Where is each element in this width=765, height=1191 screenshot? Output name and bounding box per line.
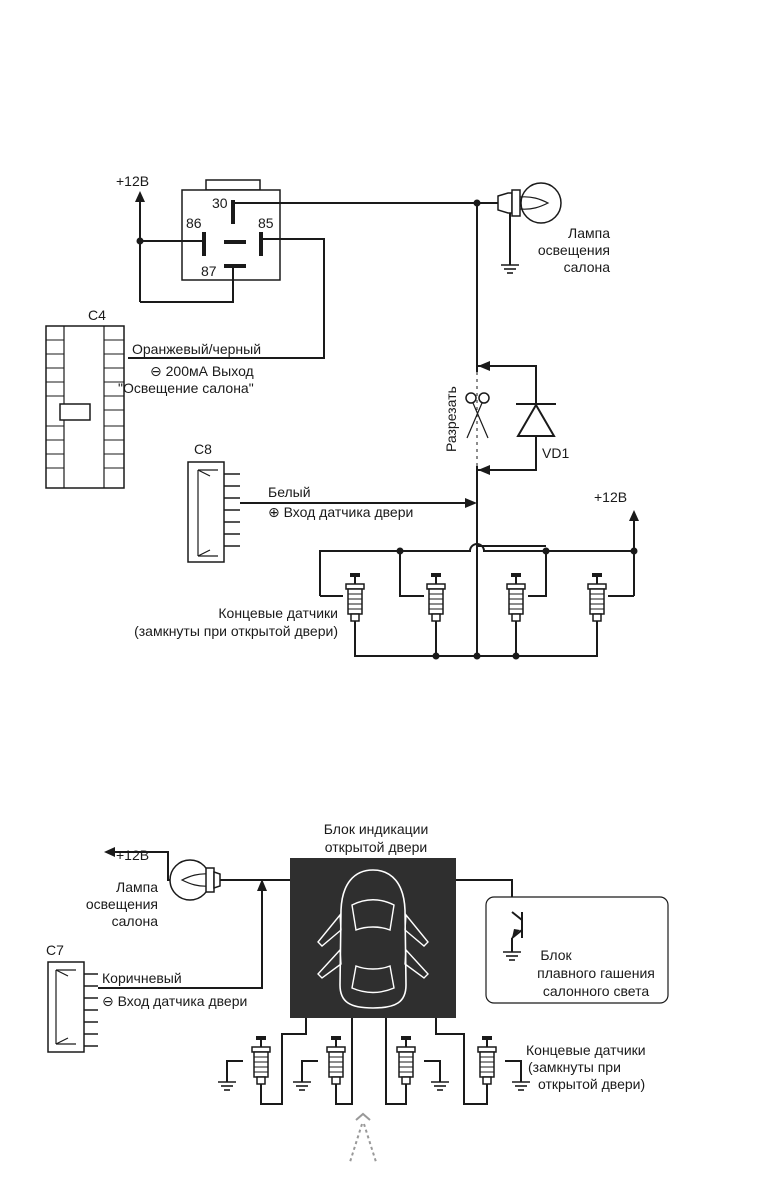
fade-label-3: салонного света <box>543 983 649 999</box>
indicator-label-1: Блок индикации <box>324 821 429 837</box>
connector-c7: С7 <box>46 942 98 1053</box>
limit-switch-b2 <box>326 1035 346 1085</box>
limit-switch-3 <box>506 572 526 622</box>
plus12-right: +12В <box>594 489 639 596</box>
fade-block: Блок плавного гашения салонного света <box>456 879 669 1004</box>
page-mark-icon <box>349 1112 377 1163</box>
plus12-bottom-label: +12В <box>116 847 149 863</box>
limit-switch-b4 <box>477 1035 497 1085</box>
indicator-block <box>290 858 456 1018</box>
lamp-bottom-label-2: освещения <box>86 896 158 912</box>
fade-label-1: Блок <box>540 947 572 963</box>
wire-87 <box>140 268 234 303</box>
indicator-label-2: открытой двери <box>325 839 427 855</box>
c8-label: С8 <box>194 441 212 457</box>
c7-wire-color: Коричневый <box>102 970 182 986</box>
relay-pin-86: 86 <box>186 215 202 231</box>
c4-wire-desc-1: ⊖ 200мА Выход <box>150 363 254 379</box>
lamp-bottom: Лампа освещения салона <box>86 859 221 929</box>
fade-label-2: плавного гашения <box>537 965 655 981</box>
plus12-left-label: +12В <box>116 173 149 189</box>
relay: 30 86 85 87 <box>181 179 281 281</box>
wire-c7-brown <box>98 890 263 989</box>
cut-label: Разрезать <box>443 386 459 452</box>
plus12-left: +12В <box>116 173 149 302</box>
relay-pin-87: 87 <box>201 263 217 279</box>
wire-85-c4 <box>128 238 325 359</box>
c4-wire-color: Оранжевый/черный <box>132 341 261 357</box>
limit-switch-4 <box>587 572 607 622</box>
lamp-bottom-label-3: салона <box>112 913 159 929</box>
scissors-icon <box>465 392 490 439</box>
plus12-bottom: +12В <box>104 847 178 881</box>
plus12-right-label: +12В <box>594 489 627 505</box>
connector-c8: С8 <box>187 441 240 563</box>
limit-switch-1 <box>345 572 365 622</box>
c7-label: С7 <box>46 942 64 958</box>
lamp-top-label-1: Лампа <box>568 225 610 241</box>
diode-vd1: VD1 <box>477 361 569 475</box>
wire-30 <box>232 202 498 204</box>
c4-label: С4 <box>88 307 106 323</box>
lamp-top-label-3: салона <box>564 259 611 275</box>
switch-label-top-2: (замкнуты при открытой двери) <box>134 623 338 639</box>
c7-wire-desc: ⊖ Вход датчика двери <box>102 993 247 1009</box>
limit-switch-b1 <box>251 1035 271 1085</box>
switch-label-bottom-1: Концевые датчики <box>526 1042 646 1058</box>
switch-top-bus <box>319 543 634 596</box>
c8-wire-color: Белый <box>268 484 311 500</box>
vd1-label: VD1 <box>542 445 569 461</box>
switch-label-bottom-3: открытой двери) <box>538 1076 645 1092</box>
connector-c4: С4 <box>45 307 125 489</box>
lamp-bottom-label-1: Лампа <box>116 879 158 895</box>
lamp-top-label-2: освещения <box>538 242 610 258</box>
switch-label-bottom-2: (замкнуты при <box>528 1059 621 1075</box>
relay-pin-85: 85 <box>258 215 274 231</box>
limit-switch-2 <box>426 572 446 622</box>
c4-wire-desc-2: "Освещение салона" <box>118 380 254 396</box>
relay-pin-30: 30 <box>212 195 228 211</box>
limit-switch-b3 <box>396 1035 416 1085</box>
c8-wire-desc: ⊕ Вход датчика двери <box>268 504 413 520</box>
lamp-top: Лампа освещения салона <box>497 182 611 275</box>
switch-label-top-1: Концевые датчики <box>218 605 338 621</box>
